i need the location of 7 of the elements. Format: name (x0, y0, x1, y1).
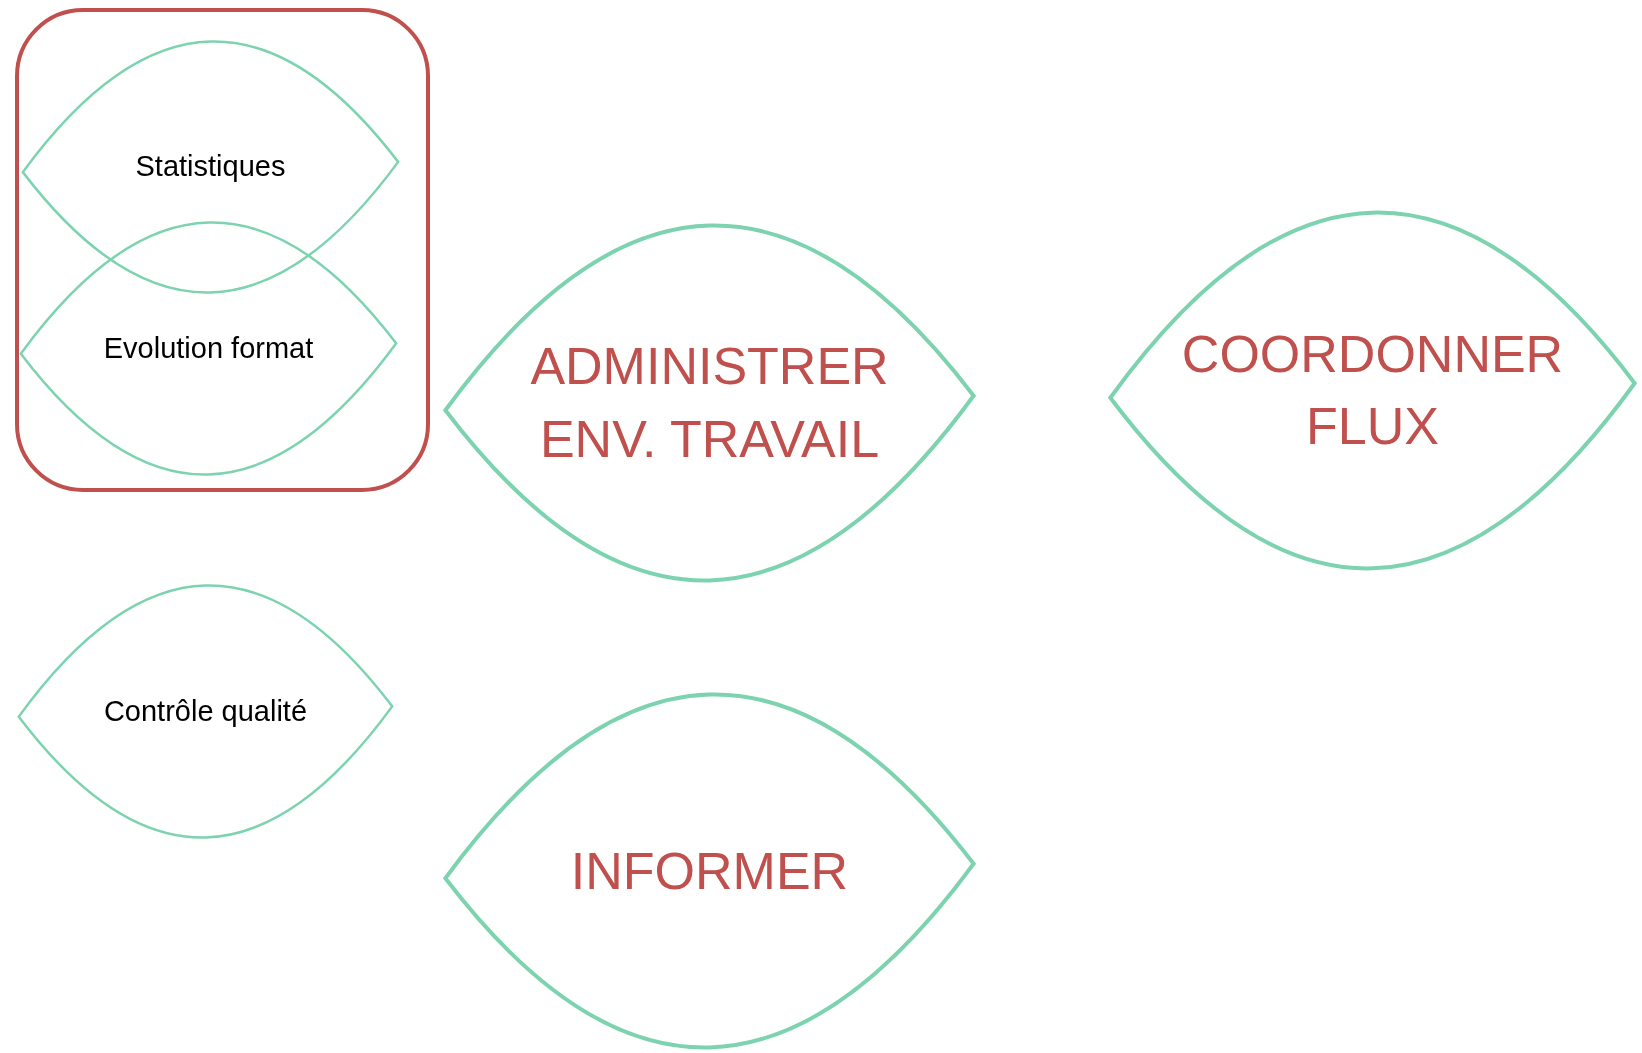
rounded-rectangle (15, 8, 430, 492)
node-label: INFORMER (570, 840, 849, 902)
node-label: Evolution format (103, 330, 314, 366)
node-label: ADMINISTRER ENV. TRAVAIL (529, 336, 890, 470)
node-label: Contrôle qualité (103, 693, 308, 729)
node-label: COORDONNER FLUX (1180, 323, 1565, 458)
node-label: Statistiques (135, 149, 286, 185)
